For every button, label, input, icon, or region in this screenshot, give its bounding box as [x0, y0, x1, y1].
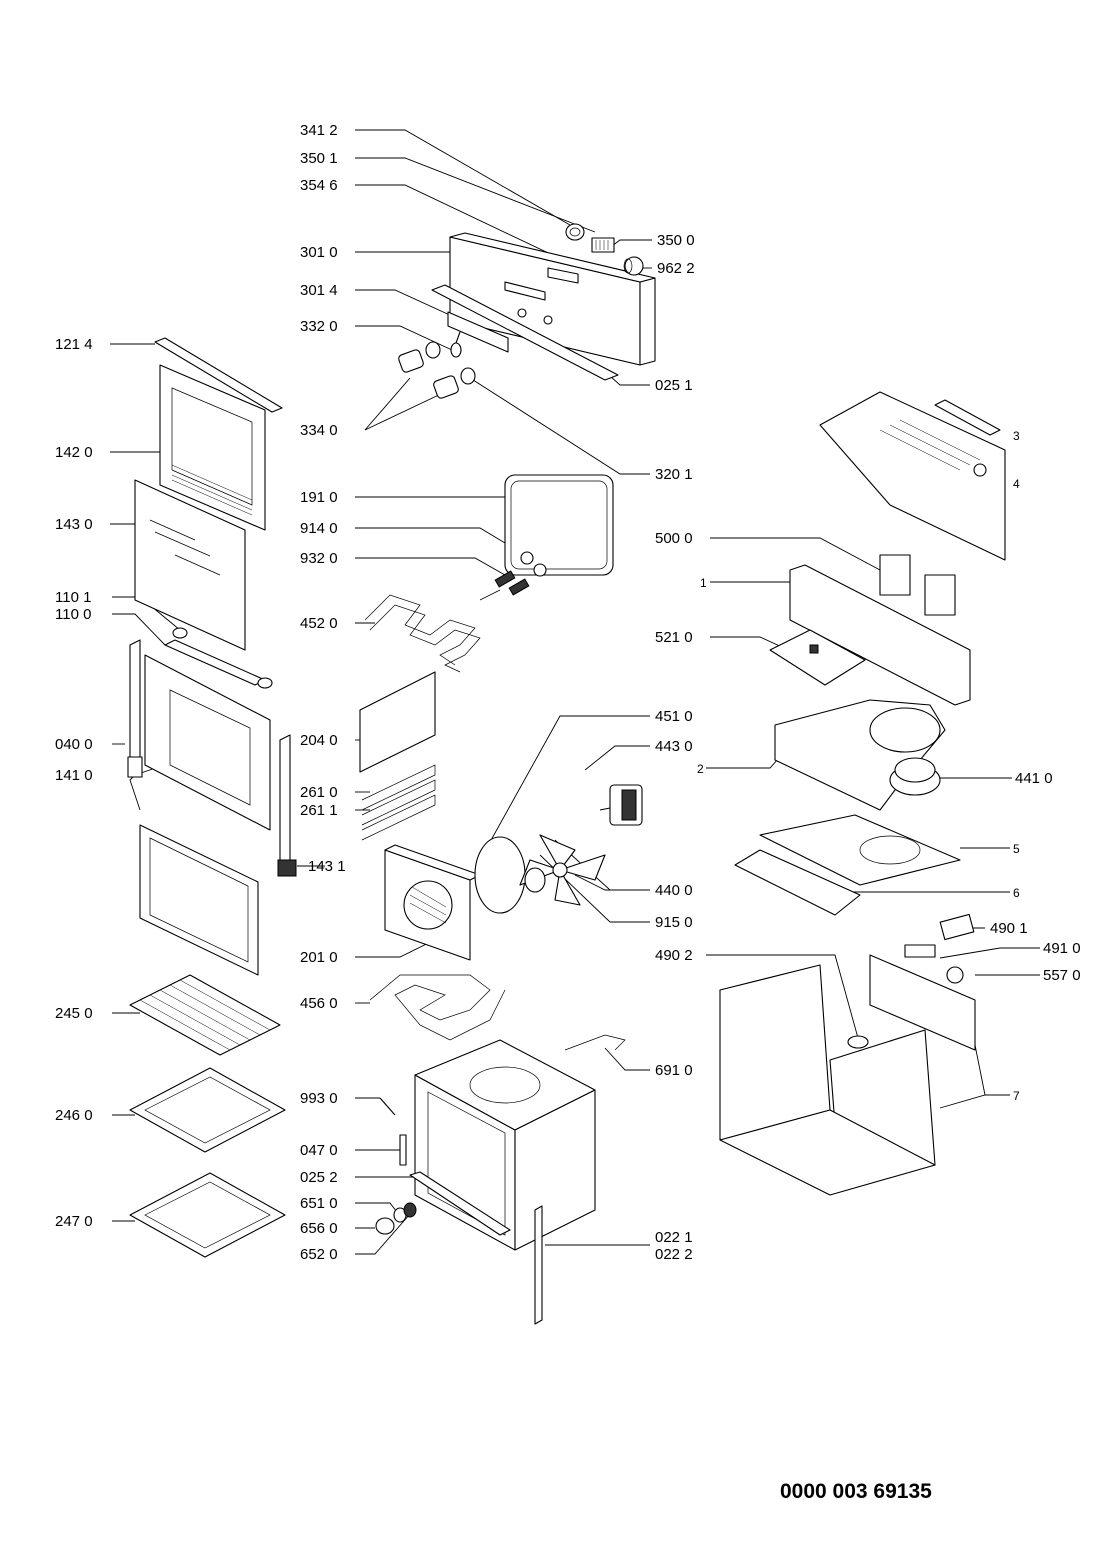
label-247-0: 247 0	[55, 1213, 93, 1230]
control-panel	[431, 232, 656, 381]
label-4: 4	[1013, 477, 1020, 491]
label-245-0: 245 0	[55, 1005, 93, 1022]
label-651-0: 651 0	[300, 1195, 338, 1212]
label-691-0: 691 0	[655, 1062, 693, 1079]
label-500-0: 500 0	[655, 530, 693, 547]
label-332-0: 332 0	[300, 318, 338, 335]
label-143-1: 143 1	[308, 858, 346, 875]
label-521-0: 521 0	[655, 629, 693, 646]
label-040-0: 040 0	[55, 736, 93, 753]
wire-rack	[129, 974, 281, 1056]
label-914-0: 914 0	[300, 520, 338, 537]
label-451-0: 451 0	[655, 708, 693, 725]
door-top-trim	[154, 337, 283, 413]
fan-motor	[599, 784, 643, 826]
label-047-0: 047 0	[300, 1142, 338, 1159]
label-441-0: 441 0	[1015, 770, 1053, 787]
label-354-6: 354 6	[300, 177, 338, 194]
label-456-0: 456 0	[300, 995, 338, 1012]
oven-cavity	[414, 1039, 596, 1251]
label-490-1: 490 1	[990, 920, 1028, 937]
side-racks	[359, 671, 436, 841]
label-201-0: 201 0	[300, 949, 338, 966]
label-1: 1	[700, 576, 707, 590]
label-191-0: 191 0	[300, 489, 338, 506]
label-022-1: 022 1	[655, 1229, 693, 1246]
label-7: 7	[1013, 1089, 1020, 1103]
label-5: 5	[1013, 842, 1020, 856]
label-025-2: 025 2	[300, 1169, 338, 1186]
label-443-0: 443 0	[655, 738, 693, 755]
bottom-plate	[734, 849, 861, 916]
label-261-1: 261 1	[300, 802, 338, 819]
fan-cover	[384, 844, 481, 961]
label-932-0: 932 0	[300, 550, 338, 567]
bottom-element	[369, 974, 506, 1041]
inner-door-glass	[134, 479, 246, 651]
label-320-1: 320 1	[655, 466, 693, 483]
label-022-2: 022 2	[655, 1246, 693, 1263]
air-duct	[774, 699, 946, 811]
label-491-0: 491 0	[1043, 940, 1081, 957]
label-962-2: 962 2	[657, 260, 695, 277]
label-452-0: 452 0	[300, 615, 338, 632]
label-2: 2	[697, 762, 704, 776]
label-261-0: 261 0	[300, 784, 338, 801]
deep-tray	[129, 1172, 286, 1258]
label-993-0: 993 0	[300, 1090, 338, 1107]
label-652-0: 652 0	[300, 1246, 338, 1263]
control-board	[769, 629, 866, 686]
label-110-1: 110 1	[55, 589, 91, 606]
label-141-0: 141 0	[55, 767, 93, 784]
label-557-0: 557 0	[1043, 967, 1081, 984]
parts	[127, 223, 1006, 1325]
label-142-0: 142 0	[55, 444, 93, 461]
label-6: 6	[1013, 886, 1020, 900]
label-301-4: 301 4	[300, 282, 338, 299]
label-915-0: 915 0	[655, 914, 693, 931]
label-341-2: 341 2	[300, 122, 338, 139]
label-3: 3	[1013, 429, 1020, 443]
small-knobs	[565, 223, 644, 276]
control-knobs	[398, 331, 476, 399]
label-350-1: 350 1	[300, 150, 338, 167]
label-490-2: 490 2	[655, 947, 693, 964]
document-number: 0000 003 69135	[780, 1480, 932, 1503]
part-labels: 341 2 350 1 354 6 301 0 350 0 962 2 301 …	[55, 122, 1081, 1263]
label-246-0: 246 0	[55, 1107, 93, 1124]
label-350-0: 350 0	[657, 232, 695, 249]
label-204-0: 204 0	[300, 732, 338, 749]
label-334-0: 334 0	[300, 422, 338, 439]
label-110-0: 110 0	[55, 606, 91, 623]
grill-element	[364, 589, 501, 673]
label-301-0: 301 0	[300, 244, 338, 261]
outer-casing	[719, 954, 976, 1196]
label-656-0: 656 0	[300, 1220, 338, 1237]
baking-tray	[129, 1067, 286, 1153]
fan-ring	[474, 836, 526, 914]
label-143-0: 143 0	[55, 516, 93, 533]
label-440-0: 440 0	[655, 882, 693, 899]
label-121-4: 121 4	[55, 336, 93, 353]
outer-door-glass	[159, 364, 266, 531]
door-frame	[127, 639, 297, 976]
oven-gasket	[504, 474, 614, 576]
label-025-1: 025 1	[655, 377, 693, 394]
top-cover	[819, 391, 1006, 561]
front-frame	[789, 564, 971, 706]
